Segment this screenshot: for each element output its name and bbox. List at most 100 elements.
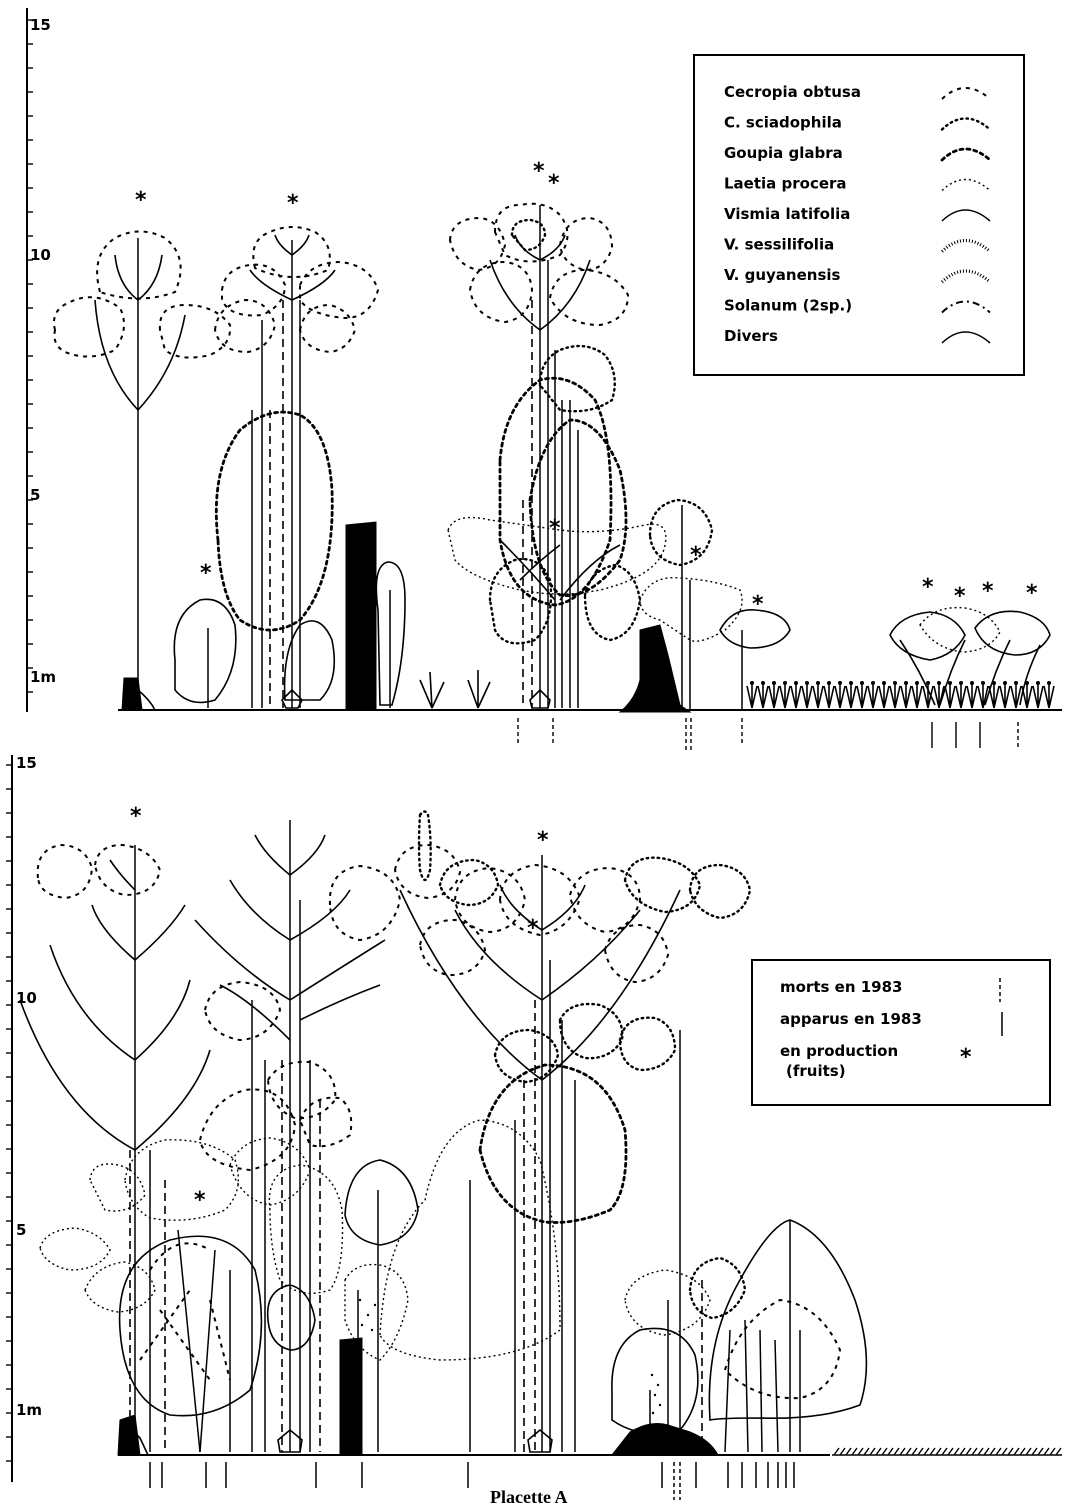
seedling: [802, 684, 812, 708]
seedling-bud: [948, 681, 952, 685]
hatch-stroke: [990, 1448, 995, 1455]
fruit-marker: *: [982, 579, 994, 604]
fruit-marker: *: [200, 561, 212, 586]
hatch-stroke: [1026, 1448, 1031, 1455]
status-legend-label-fruiting: en production: [780, 1042, 898, 1060]
top-status-ticks: [518, 718, 1018, 752]
top-tree-1: [54, 232, 230, 711]
status-legend: morts en 1983 apparus en 1983 en product…: [752, 960, 1050, 1105]
seedling-bud: [937, 681, 941, 685]
seedling-bud: [1014, 681, 1018, 685]
seedling: [747, 684, 757, 708]
seedling: [769, 684, 779, 708]
hatch-stroke: [1044, 1448, 1049, 1455]
seedling: [758, 684, 768, 708]
bottom-axis-label-5: 5: [16, 1221, 26, 1239]
seedling-bud: [816, 681, 820, 685]
seedling: [857, 684, 867, 708]
seedling: [780, 684, 790, 708]
seedling-bud: [882, 681, 886, 685]
hatch-stroke: [834, 1448, 839, 1455]
top-seedlings-1: [420, 670, 490, 708]
bottom-status-ticks: [150, 1462, 794, 1500]
seedling-bud: [1036, 681, 1040, 685]
seedling: [1033, 684, 1043, 708]
seedling-bud: [761, 681, 765, 685]
hatch-stroke: [954, 1448, 959, 1455]
seedling-bud: [893, 681, 897, 685]
species-legend-label: Laetia procera: [724, 175, 847, 193]
top-axis-label-15: 15: [30, 16, 51, 34]
bottom-height-axis: 15 10 5 1m: [6, 754, 42, 1482]
species-legend-label: Vismia latifolia: [724, 205, 850, 223]
bottom-axis-label-1m: 1m: [16, 1401, 42, 1419]
hatch-stroke: [936, 1448, 941, 1455]
top-axis-label-10: 10: [30, 246, 51, 264]
hatch-stroke: [960, 1448, 965, 1455]
hatch-stroke: [894, 1448, 899, 1455]
seedling-bud: [805, 681, 809, 685]
seedling-bud: [849, 681, 853, 685]
species-legend-label: V. guyanensis: [724, 266, 841, 284]
fruit-marker: *: [954, 584, 966, 609]
hatch-stroke: [1014, 1448, 1019, 1455]
hatch-stroke: [978, 1448, 983, 1455]
hatch-stroke: [942, 1448, 947, 1455]
fruit-marker: *: [130, 804, 142, 829]
hatch-stroke: [876, 1448, 881, 1455]
hatch-stroke: [918, 1448, 923, 1455]
seedling-bud: [959, 681, 963, 685]
fruit-marker: *: [527, 916, 539, 941]
status-legend-symbol-fruiting: *: [960, 1045, 972, 1070]
hatch-stroke: [966, 1448, 971, 1455]
seedling-bud: [783, 681, 787, 685]
species-legend-label: C. sciadophila: [724, 114, 842, 132]
seedling-bud: [981, 681, 985, 685]
seedling: [868, 684, 878, 708]
species-legend-label: Cecropia obtusa: [724, 83, 861, 101]
hatch-stroke: [1020, 1448, 1025, 1455]
hatch-stroke: [924, 1448, 929, 1455]
bottom-axis-label-10: 10: [16, 989, 37, 1007]
hatch-stroke: [1056, 1448, 1061, 1455]
seedling-bud: [904, 681, 908, 685]
seedling-bud: [1003, 681, 1007, 685]
hatch-stroke: [864, 1448, 869, 1455]
seedling: [846, 684, 856, 708]
top-stump-1: [346, 522, 405, 710]
seedling-bud: [750, 681, 754, 685]
hatch-stroke: [1008, 1448, 1013, 1455]
bottom-ground-hatch: [832, 1448, 1062, 1455]
seedling: [1000, 684, 1010, 708]
fruit-marker: *: [135, 188, 147, 213]
hatch-stroke: [870, 1448, 875, 1455]
bottom-tree-1: [20, 845, 310, 1455]
species-legend-label: Divers: [724, 327, 778, 345]
seedling-bud: [827, 681, 831, 685]
top-tree-3: [448, 204, 666, 708]
fruit-marker: *: [287, 191, 299, 216]
fruit-marker: *: [922, 575, 934, 600]
seedling: [945, 684, 955, 708]
species-legend: Cecropia obtusaC. sciadophilaGoupia glab…: [694, 55, 1024, 375]
status-legend-label-dead: morts en 1983: [780, 978, 902, 996]
hatch-stroke: [858, 1448, 863, 1455]
figure-caption: Placette A: [490, 1487, 567, 1507]
hatch-stroke: [840, 1448, 845, 1455]
seedling: [835, 684, 845, 708]
hatch-stroke: [912, 1448, 917, 1455]
hatch-stroke: [930, 1448, 935, 1455]
hatch-stroke: [1032, 1448, 1037, 1455]
seedling-bud: [926, 681, 930, 685]
seedling-bud: [970, 681, 974, 685]
species-legend-label: Solanum (2sp.): [724, 297, 852, 315]
seedling: [791, 684, 801, 708]
seedling: [824, 684, 834, 708]
bottom-stump-1: [340, 1160, 418, 1455]
fruit-marker: *: [548, 171, 560, 196]
top-axis-label-1m: 1m: [30, 668, 56, 686]
hatch-stroke: [900, 1448, 905, 1455]
hatch-stroke: [984, 1448, 989, 1455]
fruit-marker: *: [194, 1188, 206, 1213]
